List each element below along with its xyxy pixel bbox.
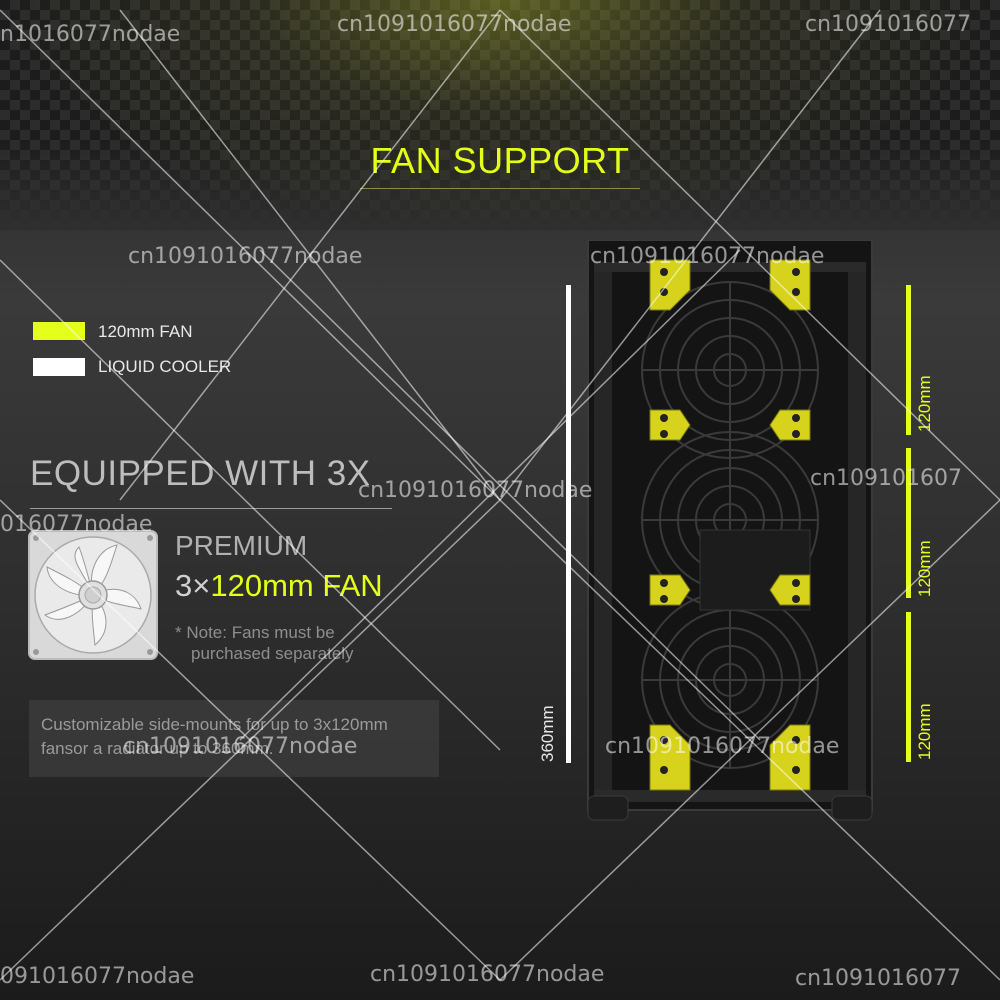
watermark-text: cn1091016077nodae (123, 734, 358, 759)
watermark-text: cn1091016077nodae (605, 734, 840, 759)
watermark-text: cn1091016077nodae (358, 478, 593, 503)
fan-dimension-label-3: 120mm (915, 703, 934, 760)
watermark-text: cn109101607 (810, 466, 963, 491)
legend-label-liquid-cooler: LIQUID COOLER (98, 357, 232, 376)
fan-count-label: 3×120mm FAN (175, 568, 383, 604)
watermark-text: cn1091016077 (805, 12, 972, 37)
watermark-text: cn1091016077nodae (370, 962, 605, 987)
watermark-text: 016077nodae (0, 512, 153, 537)
watermark-text: cn1091016077 (795, 966, 962, 991)
headline: EQUIPPED WITH 3X (30, 454, 371, 493)
watermark-text: cn1091016077nodae (590, 244, 825, 269)
legend-label-fan: 120mm FAN (98, 322, 193, 341)
watermark-text: cn1091016077nodae (337, 12, 572, 37)
headline-underline (30, 508, 392, 509)
note-line-2: purchased separately (191, 644, 354, 663)
legend-swatch-liquid-cooler (33, 358, 85, 376)
fan-size-highlight: 120mm FAN (210, 568, 383, 603)
fan-icon (28, 530, 158, 660)
watermark-text: n1016077nodae (0, 22, 181, 47)
liquid-cooler-dimension-label: 360mm (538, 705, 557, 762)
watermark-text: cn1091016077nodae (128, 244, 363, 269)
fan-dimension-bar-1 (906, 285, 911, 435)
purchase-note: * Note: Fans must be purchased separatel… (175, 622, 354, 664)
legend-swatch-fan (33, 322, 85, 340)
fan-count-prefix: 3× (175, 568, 211, 603)
fan-dimension-bar-3 (906, 612, 911, 762)
liquid-cooler-dimension-bar (566, 285, 571, 763)
fan-dimension-label-2: 120mm (915, 540, 934, 597)
note-line-1: * Note: Fans must be (175, 623, 335, 642)
premium-label: PREMIUM (175, 530, 308, 561)
title-underline (360, 188, 640, 189)
watermark-text: 091016077nodae (0, 964, 195, 989)
fan-dimension-label-1: 120mm (915, 375, 934, 432)
page-title: FAN SUPPORT (370, 140, 630, 181)
